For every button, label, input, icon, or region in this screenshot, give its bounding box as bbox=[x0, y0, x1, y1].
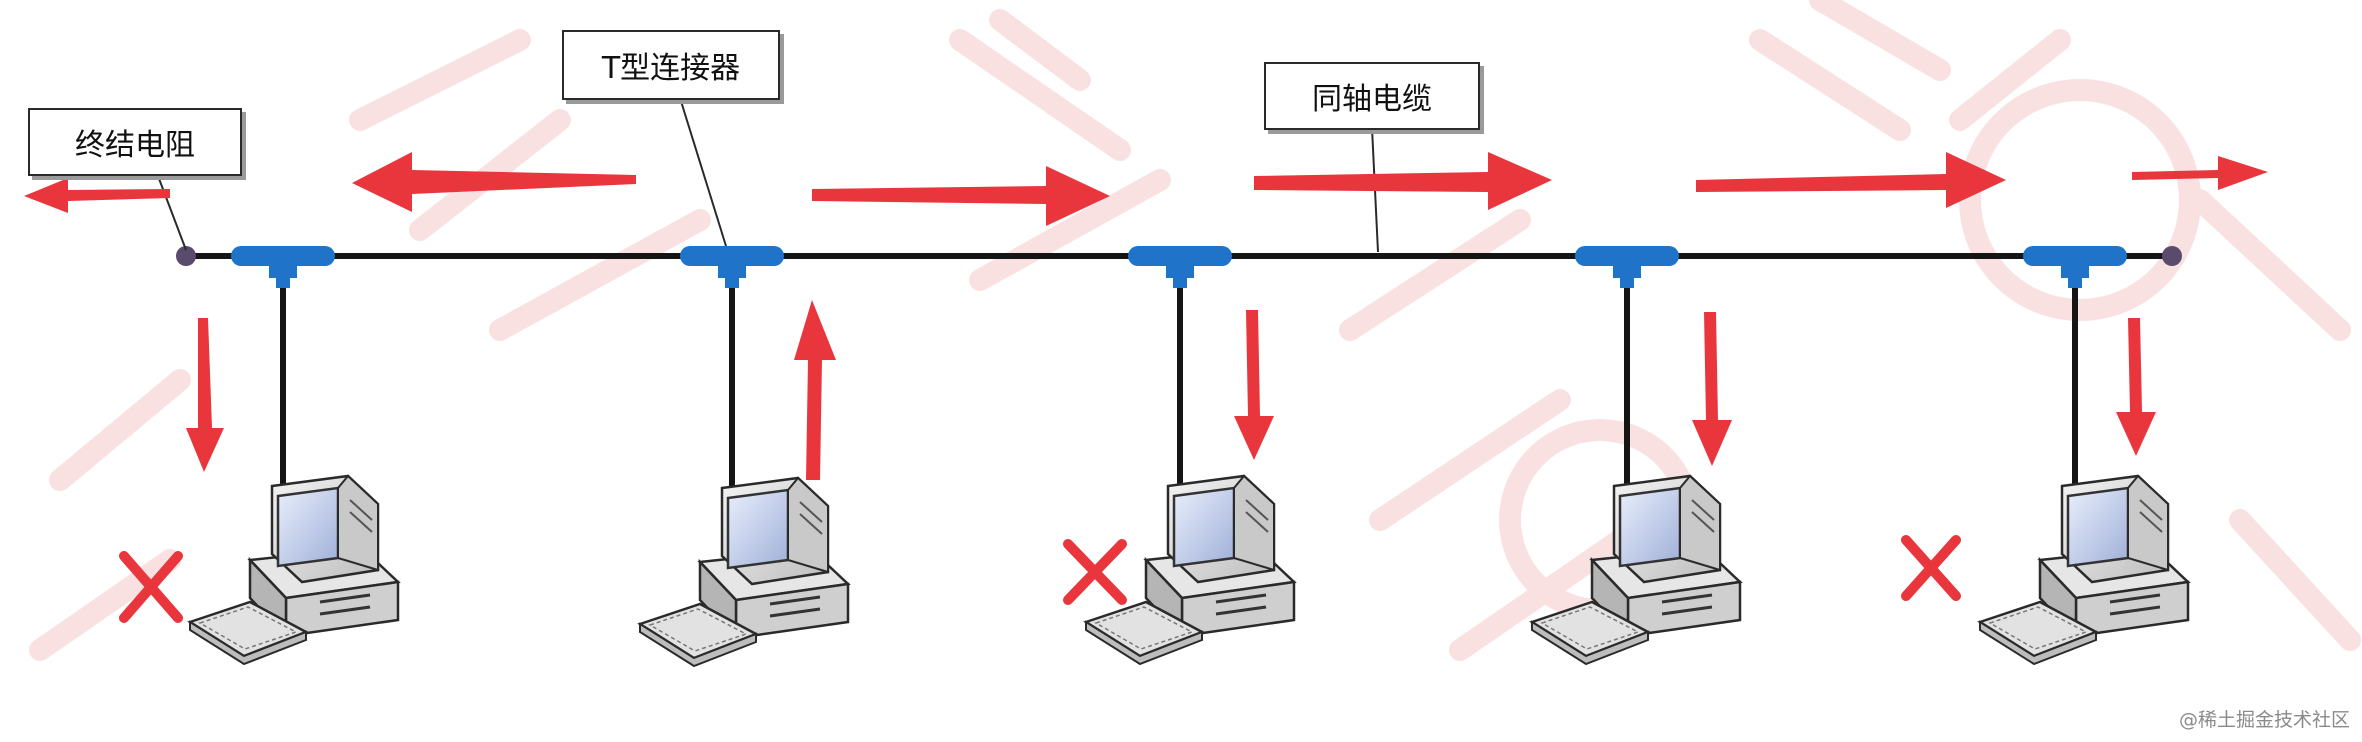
reject-x-icon bbox=[1901, 535, 1961, 601]
t-connector-pointer bbox=[679, 97, 727, 247]
arrow-down bbox=[1234, 310, 1274, 460]
arrow-right bbox=[812, 166, 1110, 226]
terminator-left bbox=[176, 246, 196, 266]
t-connector-4 bbox=[1575, 246, 1679, 288]
reject-x-icon bbox=[1063, 539, 1127, 605]
arrow-down bbox=[2116, 318, 2156, 456]
computer-3-icon bbox=[1084, 474, 1296, 666]
t-connector-2 bbox=[680, 246, 784, 288]
source-credit: @稀土掘金技术社区 bbox=[2178, 709, 2350, 731]
arrow-left-small bbox=[24, 178, 170, 213]
arrow-left bbox=[352, 152, 636, 212]
t-connector-3 bbox=[1128, 246, 1232, 288]
arrow-down bbox=[1692, 312, 1732, 466]
t-connector-1 bbox=[231, 246, 335, 288]
t-connector-label: T型连接器 bbox=[562, 30, 780, 100]
arrow-right bbox=[1254, 152, 1552, 210]
arrow-right-small bbox=[2132, 156, 2268, 190]
terminator-label: 终结电阻 bbox=[28, 108, 242, 176]
terminator-pointer bbox=[157, 175, 187, 251]
watermark bbox=[29, 0, 2361, 661]
computer-5-icon bbox=[1978, 474, 2190, 666]
coax-cable-label: 同轴电缆 bbox=[1264, 62, 1480, 130]
signal-arrows bbox=[24, 152, 2268, 226]
arrow-up bbox=[794, 300, 836, 480]
computer-1-icon bbox=[188, 474, 400, 666]
arrow-right bbox=[1696, 152, 2006, 208]
t-connector-5 bbox=[2023, 246, 2127, 288]
reject-x-icon bbox=[119, 551, 183, 623]
arrow-down bbox=[186, 318, 224, 472]
computer-2-icon bbox=[638, 476, 850, 668]
terminator-right bbox=[2162, 246, 2182, 266]
